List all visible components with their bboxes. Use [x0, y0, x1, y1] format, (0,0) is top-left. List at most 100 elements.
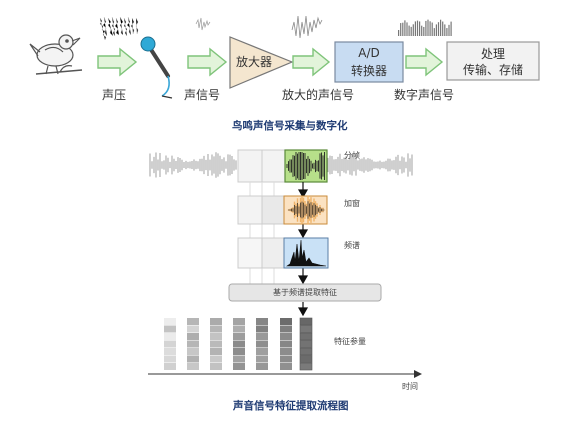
feature-extraction-box [228, 283, 382, 302]
label-sound-signal: 声信号 [184, 88, 221, 102]
feature-cell [299, 347, 313, 356]
microphone-icon [140, 36, 173, 99]
feature-cell [164, 325, 176, 333]
feature-cell [256, 348, 268, 355]
feature-cell [256, 325, 268, 333]
feature-cell [280, 325, 292, 333]
feature-cell [280, 318, 292, 325]
flow-arrow-2 [187, 47, 228, 77]
digital-bar [435, 24, 437, 36]
feature-cell [256, 318, 268, 325]
frame-waveform [286, 152, 325, 180]
feature-cell [210, 333, 222, 340]
adc-box [334, 41, 404, 83]
feature-cell [256, 355, 268, 363]
frame-1 [237, 149, 265, 183]
label-windowing: 加窗 [344, 199, 360, 208]
digital-bar [431, 22, 433, 36]
feature-cell [187, 340, 199, 348]
label-amplified-signal: 放大的声信号 [282, 88, 355, 102]
feature-cell [299, 317, 313, 326]
label-time: 时间 [402, 382, 418, 391]
digital-bar [414, 21, 416, 36]
amplifier-label: 放大器 [235, 55, 272, 69]
digital-bar [404, 20, 406, 36]
feature-cell [233, 340, 245, 348]
digital-bar [429, 21, 431, 36]
feature-extraction-label: 基于频谱提取特征 [273, 288, 337, 297]
raw-signal-icon [195, 17, 211, 31]
digital-bar [442, 21, 444, 36]
feature-cell [187, 348, 199, 355]
digital-bar [412, 24, 414, 36]
feature-cell [164, 318, 176, 325]
feature-cell [299, 332, 313, 341]
digital-signal-icon [398, 19, 452, 36]
spectrum-curve [286, 239, 327, 267]
feature-cell [256, 333, 268, 340]
feature-cell [256, 363, 268, 370]
feature-cell [256, 340, 268, 348]
label-feature-params: 特征参量 [334, 337, 366, 346]
amplifier-triangle [229, 36, 294, 89]
feature-cell [233, 325, 245, 333]
feature-cell [164, 348, 176, 355]
feature-cell [299, 362, 313, 371]
adc-label-line1: A/D [358, 46, 380, 60]
digital-bar [427, 19, 429, 36]
digital-bar [446, 28, 448, 36]
feature-parameter-columns [164, 317, 313, 371]
feature-cell [280, 348, 292, 355]
flow-arrow-4 [405, 47, 444, 77]
feature-cell [164, 333, 176, 340]
process-label-line2: 传输、存储 [462, 63, 523, 77]
feature-cell [187, 333, 199, 340]
noise-texture-icon [99, 16, 139, 41]
window-frame-1 [237, 195, 263, 225]
top-caption: 鸟鸣声信号采集与数字化 [232, 120, 348, 132]
feature-cell [299, 355, 313, 363]
spectrum-frame-1 [237, 237, 263, 269]
flow-arrow-1 [97, 47, 138, 77]
label-sound-pressure: 声压 [102, 88, 127, 102]
digital-bar [448, 24, 450, 36]
feature-cell [280, 340, 292, 348]
feature-cell [210, 318, 222, 325]
digital-bar [450, 21, 452, 36]
windowed-waveform [287, 195, 326, 225]
feature-cell [299, 340, 313, 348]
feature-cell [187, 318, 199, 325]
label-digital-signal: 数字声信号 [394, 88, 455, 102]
digital-bar [408, 25, 410, 36]
feature-cell [280, 333, 292, 340]
feature-cell [210, 348, 222, 355]
bird-icon [29, 34, 83, 75]
feature-cell [280, 355, 292, 363]
digital-bar [423, 26, 425, 36]
feature-cell [210, 363, 222, 370]
feature-cell [233, 318, 245, 325]
feature-cell [164, 363, 176, 370]
digital-bar [416, 20, 419, 36]
feature-cell [210, 325, 222, 333]
feature-cell [187, 363, 199, 370]
feature-cell [187, 325, 199, 333]
digital-bar [402, 22, 404, 36]
flow-arrow-3 [292, 47, 331, 77]
digital-bar [433, 28, 435, 36]
feature-cell [164, 340, 176, 348]
time-axis-arrow [414, 370, 422, 378]
label-spectrum: 频谱 [344, 241, 360, 250]
label-framing: 分帧 [344, 151, 360, 160]
digital-bar [425, 20, 427, 36]
feature-cell [210, 355, 222, 363]
feature-cell [233, 363, 245, 370]
feature-cell [233, 333, 245, 340]
digital-bar [398, 30, 400, 36]
bottom-caption: 声音信号特征提取流程图 [233, 400, 349, 412]
digital-bar [400, 23, 402, 36]
digital-bar [444, 24, 446, 36]
digital-bar [419, 21, 421, 36]
feature-cell [299, 325, 313, 333]
